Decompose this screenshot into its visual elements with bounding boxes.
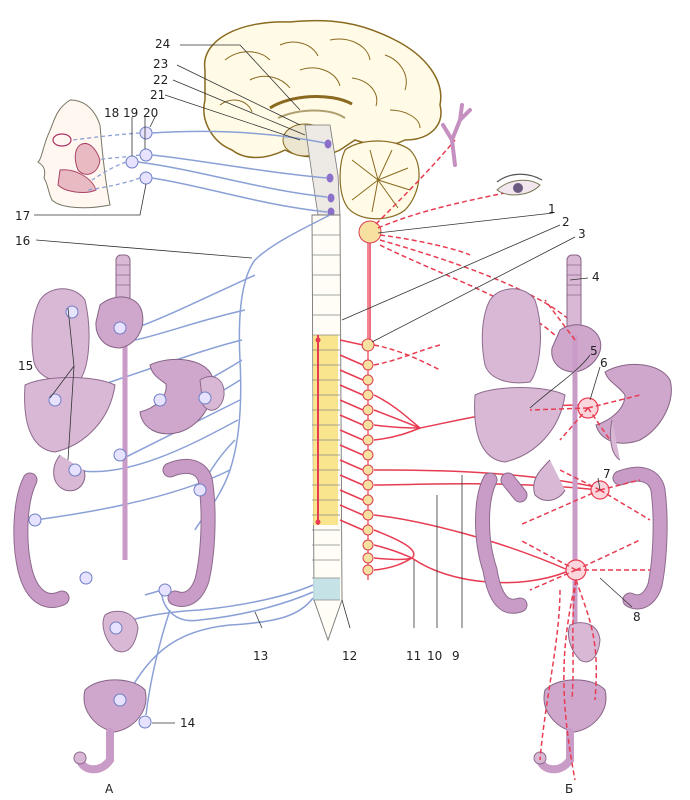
postganglionic-sympathetic-fibers [519, 299, 651, 781]
right-lung-icon [481, 288, 541, 384]
left-pelvic-organs [73, 571, 172, 774]
face-profile-icon [37, 99, 111, 209]
label-20: 20 [143, 106, 158, 120]
cranial-sympathetic-fibers [369, 139, 576, 341]
label-5: 5 [590, 344, 598, 358]
label-24: 24 [155, 37, 170, 51]
spinal-cord [311, 214, 343, 642]
panel-label-right: Б [565, 782, 573, 796]
left-lung-icon [31, 288, 90, 384]
sympathetic-trunk [358, 220, 382, 580]
label-15: 15 [18, 359, 33, 373]
right-trachea [566, 254, 582, 336]
label-3: 3 [578, 227, 586, 241]
parasympathetic-brain-nuclei [324, 139, 335, 217]
intramural-ganglia [28, 305, 212, 527]
label-2: 2 [562, 215, 570, 229]
superior-cervical-ganglion [358, 220, 382, 244]
label-14: 14 [180, 716, 195, 730]
label-8: 8 [633, 610, 641, 624]
label-13: 13 [253, 649, 268, 663]
label-10: 10 [427, 649, 442, 663]
eye-icon [496, 173, 543, 196]
label-11: 11 [406, 649, 421, 663]
right-liver-icon [474, 387, 566, 463]
cerebellum-icon [339, 140, 420, 220]
number-labels: 1 2 3 4 5 6 7 8 9 10 11 12 13 14 15 16 1… [15, 37, 641, 796]
right-colon-icon [475, 466, 668, 614]
right-pelvic-organs [533, 622, 607, 774]
label-12: 12 [342, 649, 357, 663]
label-19: 19 [123, 106, 138, 120]
left-stomach-icon [139, 358, 214, 435]
left-liver-icon [24, 377, 116, 453]
pelvic-splanchnic-nerves [119, 584, 314, 716]
label-18: 18 [104, 106, 119, 120]
leader-lines [34, 44, 633, 724]
label-16: 16 [15, 234, 30, 248]
preganglionic-sympathetic-fibers [339, 339, 364, 531]
right-stomach-icon [595, 363, 672, 444]
label-23: 23 [153, 57, 168, 71]
panel-label-left: А [105, 782, 114, 796]
label-4: 4 [592, 270, 600, 284]
label-6: 6 [600, 356, 608, 370]
vessel-icon [441, 103, 472, 167]
label-17: 17 [15, 209, 30, 223]
right-bladder-icon [543, 679, 607, 733]
label-7: 7 [603, 467, 611, 481]
left-colon-icon [13, 459, 216, 608]
right-small-intestine [533, 459, 566, 501]
label-1: 1 [548, 202, 556, 216]
left-bladder-icon [83, 679, 147, 733]
label-22: 22 [153, 73, 168, 87]
cranial-parasympathetic-fibers [71, 130, 328, 213]
label-21: 21 [150, 88, 165, 102]
label-9: 9 [452, 649, 460, 663]
